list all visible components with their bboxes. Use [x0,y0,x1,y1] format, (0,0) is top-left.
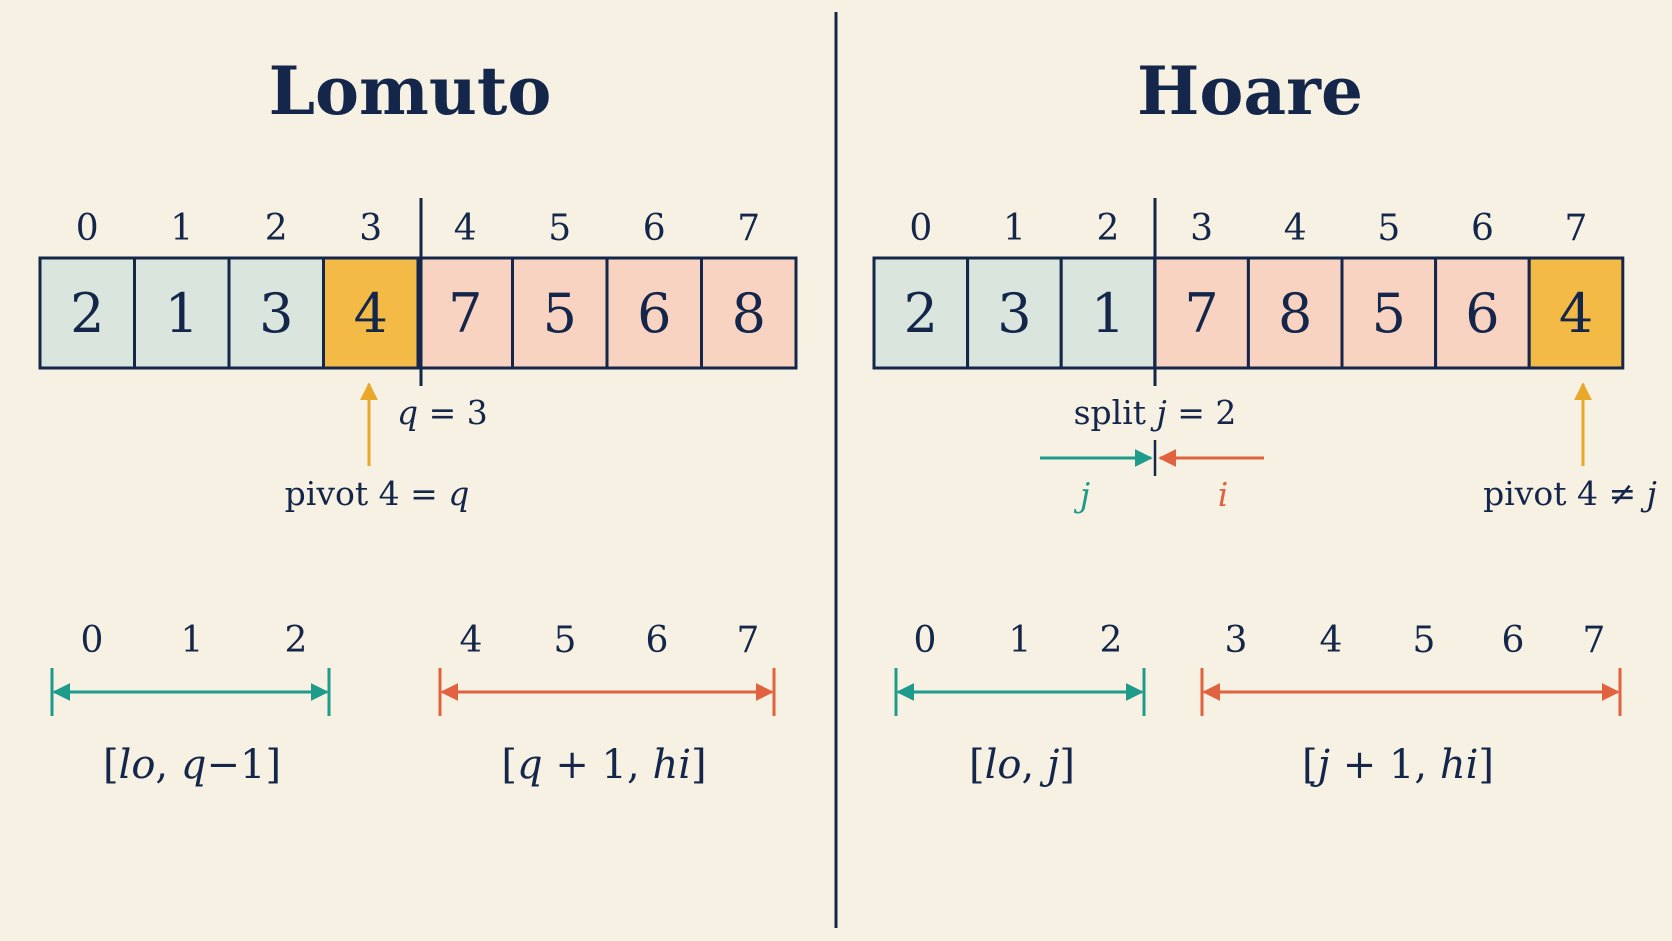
range-index-label: 2 [1100,620,1123,661]
hoare-pivot-label: pivot 4 ≠ j [1483,474,1657,513]
array-cell-right [1246,256,1344,370]
index-label: 7 [1565,208,1588,249]
cell-value: 2 [70,282,104,345]
lomuto-split-label: q = 3 [397,393,488,432]
lomuto-pivot-label: pivot 4 = q [285,474,470,513]
cell-value: 3 [997,282,1031,345]
hoare-split-label: split j = 2 [1074,393,1237,432]
range-index-label: 5 [554,620,577,661]
lomuto-title: Lomuto [269,52,552,130]
range-index-label: 6 [646,620,669,661]
range-index-label: 1 [181,620,204,661]
cell-value: 7 [448,282,482,345]
cell-value: 8 [1278,282,1312,345]
index-label: 0 [76,208,99,249]
index-label: 0 [909,208,932,249]
array-cell-left [966,256,1063,370]
hoare-title: Hoare [1137,52,1363,130]
pointer-i-label: i [1218,475,1229,514]
index-label: 2 [265,208,288,249]
pointer-j-label: j [1073,475,1090,514]
lomuto-right-interval: [q + 1, hi] [501,742,706,788]
range-index-label: 6 [1502,620,1525,661]
range-index-label: 7 [1583,620,1606,661]
range-index-label: 7 [737,620,760,661]
cell-value: 5 [543,282,577,345]
range-index-label: 1 [1009,620,1032,661]
index-label: 1 [170,208,193,249]
cell-value: 4 [1559,282,1593,345]
range-index-label: 3 [1225,620,1248,661]
cell-value: 1 [1091,282,1125,345]
array-cell-left [872,256,970,370]
index-label: 7 [737,208,760,249]
index-label: 5 [1377,208,1400,249]
range-index-label: 2 [285,620,308,661]
index-label: 3 [359,208,382,249]
cell-value: 6 [637,282,671,345]
lomuto-left-range: 0 1 2 [lo, q−1] [50,620,331,788]
range-index-label: 0 [914,620,937,661]
range-index-label: 5 [1413,620,1436,661]
lomuto-left-interval: [lo, q−1] [103,742,281,788]
index-label: 5 [548,208,571,249]
array-cell-left [1059,256,1157,370]
lomuto-right-range: 4 5 6 7 [q + 1, hi] [438,620,776,788]
index-label: 1 [1003,208,1026,249]
index-label: 3 [1190,208,1213,249]
index-label: 2 [1097,208,1120,249]
index-label: 6 [643,208,666,249]
hoare-left-interval: [lo, j] [969,742,1075,788]
cell-value: 6 [1465,282,1499,345]
cell-value: 4 [354,282,388,345]
hoare-right-range: 3 4 5 6 7 [j + 1, hi] [1200,620,1622,788]
cell-value: 5 [1372,282,1406,345]
cell-value: 3 [259,282,293,345]
range-index-label: 0 [81,620,104,661]
cell-value: 8 [732,282,766,345]
array-cell-pivot [1527,256,1625,370]
hoare-right-interval: [j + 1, hi] [1302,742,1494,788]
range-index-label: 4 [1320,620,1343,661]
cell-value: 1 [165,282,199,345]
cell-value: 7 [1184,282,1218,345]
array-cell-left [133,256,231,370]
index-label: 4 [1284,208,1307,249]
cell-value: 2 [904,282,938,345]
index-label: 4 [454,208,477,249]
array-cell-left [227,256,325,370]
range-index-label: 4 [460,620,483,661]
array-cell-right [700,256,798,370]
array-cell-right [1434,256,1531,370]
index-label: 6 [1471,208,1494,249]
hoare-left-range: 0 1 2 [lo, j] [894,620,1146,788]
